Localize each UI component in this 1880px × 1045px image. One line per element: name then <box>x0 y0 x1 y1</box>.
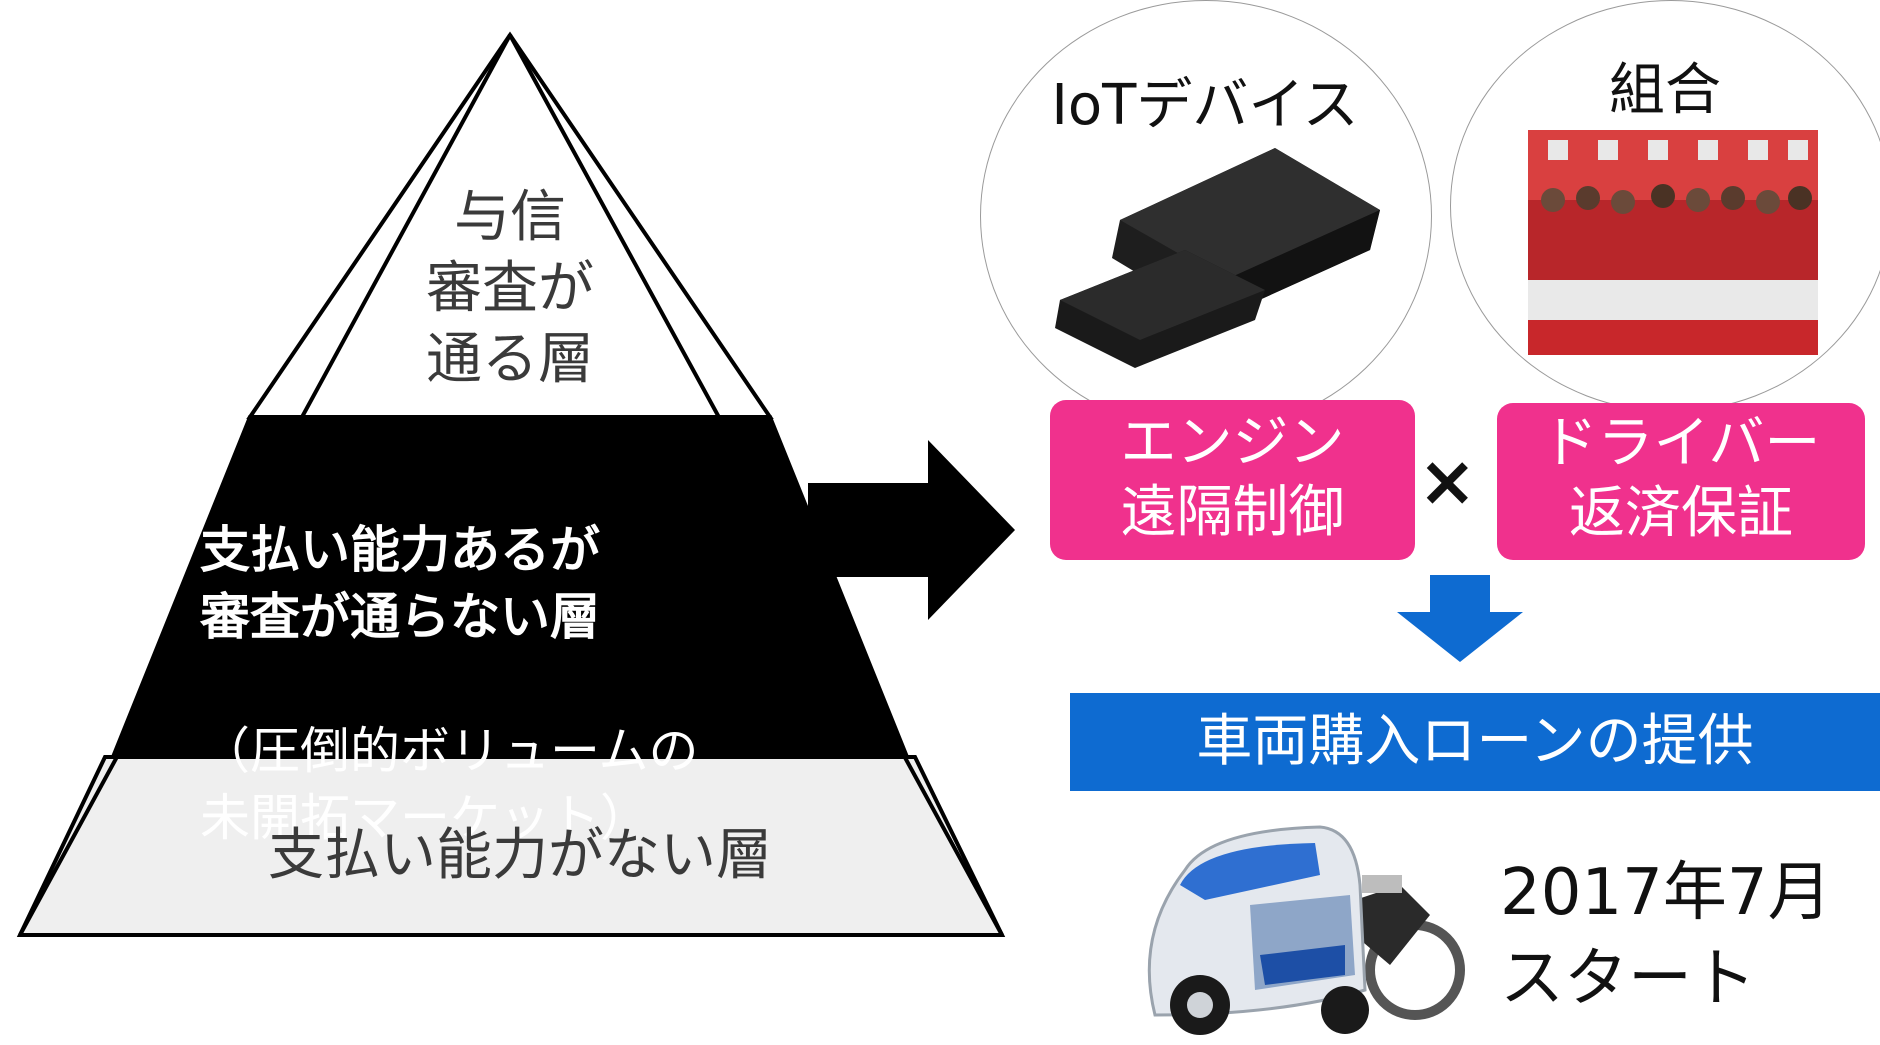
pyramid-top-layer <box>246 31 774 419</box>
engine-remote-control-box: エンジン 遠隔制御 <box>1050 400 1415 560</box>
vehicle-loan-banner: 車両購入ローンの提供 <box>1070 693 1880 791</box>
driver-repayment-guarantee-box: ドライバー 返済保証 <box>1497 403 1865 560</box>
pyramid-bottom-layer <box>16 755 1006 937</box>
union-label: 組合 <box>1609 58 1721 123</box>
pyramid-middle-note: （圧倒的ボリュームの 未開拓マーケット） <box>200 722 699 847</box>
pyramid-middle-bold-text: 支払い能力あるが 審査が通らない層 <box>200 521 600 646</box>
pyramid-middle-label: 支払い能力あるが 審査が通らない層 （圧倒的ボリュームの 未開拓マーケット） <box>200 450 840 919</box>
tricycle-image <box>1147 825 1465 1035</box>
down-arrow-icon <box>1397 575 1523 662</box>
pyramid-diagram <box>16 31 1006 937</box>
union-group-image <box>1528 130 1818 355</box>
iot-device-label: IoTデバイス <box>1051 73 1359 138</box>
iot-device-image <box>1055 148 1380 368</box>
start-date-text: 2017年7月 スタート <box>1500 856 1832 1016</box>
pyramid-top-label: 与信 審査が 通る層 <box>426 185 594 392</box>
multiply-icon: × <box>1418 440 1477 522</box>
right-arrow-icon <box>808 440 1015 620</box>
pyramid-bottom-label: 支払い能力がない層 <box>268 823 772 888</box>
